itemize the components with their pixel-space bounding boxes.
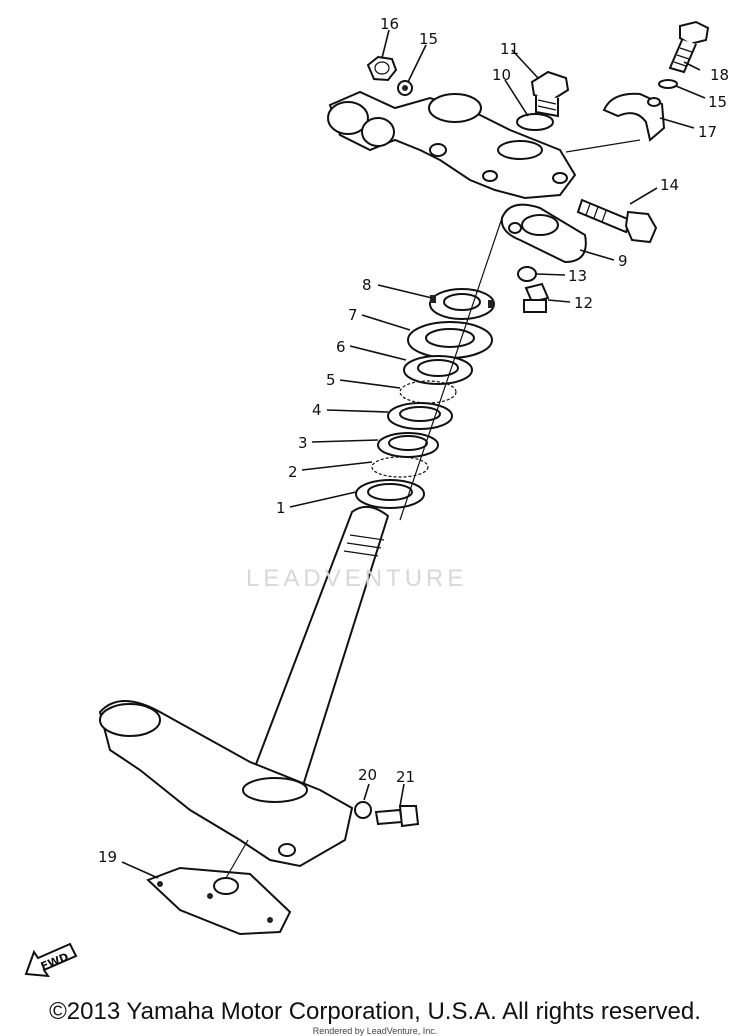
callout-labels: 16 15 11 10 18 15 17 14 9 13 12 8 7 6 5 … — [98, 15, 729, 866]
callout-3: 3 — [298, 434, 308, 452]
handlebar-holder-9 — [500, 203, 587, 264]
nut-16 — [366, 55, 398, 82]
callout-20: 20 — [358, 766, 377, 784]
alignment-lines — [225, 139, 641, 879]
dust-seal-7 — [407, 321, 493, 359]
callout-5: 5 — [326, 371, 336, 389]
fwd-label: FWD — [39, 950, 71, 973]
ball-bearing-2 — [371, 456, 429, 478]
bolt-14 — [576, 198, 658, 244]
callout-9: 9 — [618, 252, 628, 270]
callout-12: 12 — [574, 294, 593, 312]
callout-4: 4 — [312, 401, 322, 419]
handlebar-clamp-17 — [602, 92, 666, 142]
washer-20 — [354, 801, 372, 819]
callout-2: 2 — [288, 463, 298, 481]
callout-21: 21 — [396, 768, 415, 786]
callout-10: 10 — [492, 66, 511, 84]
under-cover-plate — [146, 866, 292, 936]
bolt-11 — [530, 70, 570, 118]
callout-16: 16 — [380, 15, 399, 33]
renderer-credit: Rendered by LeadVenture, Inc. — [312, 1026, 438, 1036]
callout-1: 1 — [276, 499, 286, 517]
copyright-notice: ©2013 Yamaha Motor Corporation, U.S.A. A… — [49, 998, 701, 1025]
leader-lines — [121, 29, 706, 879]
bearing-race-4 — [387, 402, 453, 430]
callout-11: 11 — [500, 40, 519, 58]
bolt-21 — [374, 805, 420, 828]
ring-nut-8 — [429, 288, 495, 320]
callout-18: 18 — [710, 66, 729, 84]
callout-7: 7 — [348, 306, 358, 324]
washer-15-right — [658, 79, 678, 89]
fwd-arrow-icon: FWD — [24, 942, 78, 978]
bearing-race-1 — [355, 479, 425, 509]
watermark: LEADVENTURE — [246, 565, 468, 592]
washer-10 — [516, 113, 554, 131]
bearing-race-3 — [377, 432, 439, 458]
callout-17: 17 — [698, 123, 717, 141]
callout-15-right: 15 — [708, 93, 727, 111]
callout-8: 8 — [362, 276, 372, 294]
callout-6: 6 — [336, 338, 346, 356]
callout-13: 13 — [568, 267, 587, 285]
nut-13 — [517, 266, 537, 282]
bolt-18 — [668, 20, 710, 74]
callout-14: 14 — [660, 176, 679, 194]
callout-19: 19 — [98, 848, 117, 866]
bearing-race-6 — [403, 355, 473, 385]
upper-bracket — [327, 90, 577, 200]
exploded-parts-diagram: 16 15 11 10 18 15 17 14 9 13 12 8 7 6 5 … — [98, 15, 729, 936]
steering-stem-19 — [98, 505, 390, 868]
bolt-12 — [523, 282, 550, 313]
callout-15-upper: 15 — [419, 30, 438, 48]
